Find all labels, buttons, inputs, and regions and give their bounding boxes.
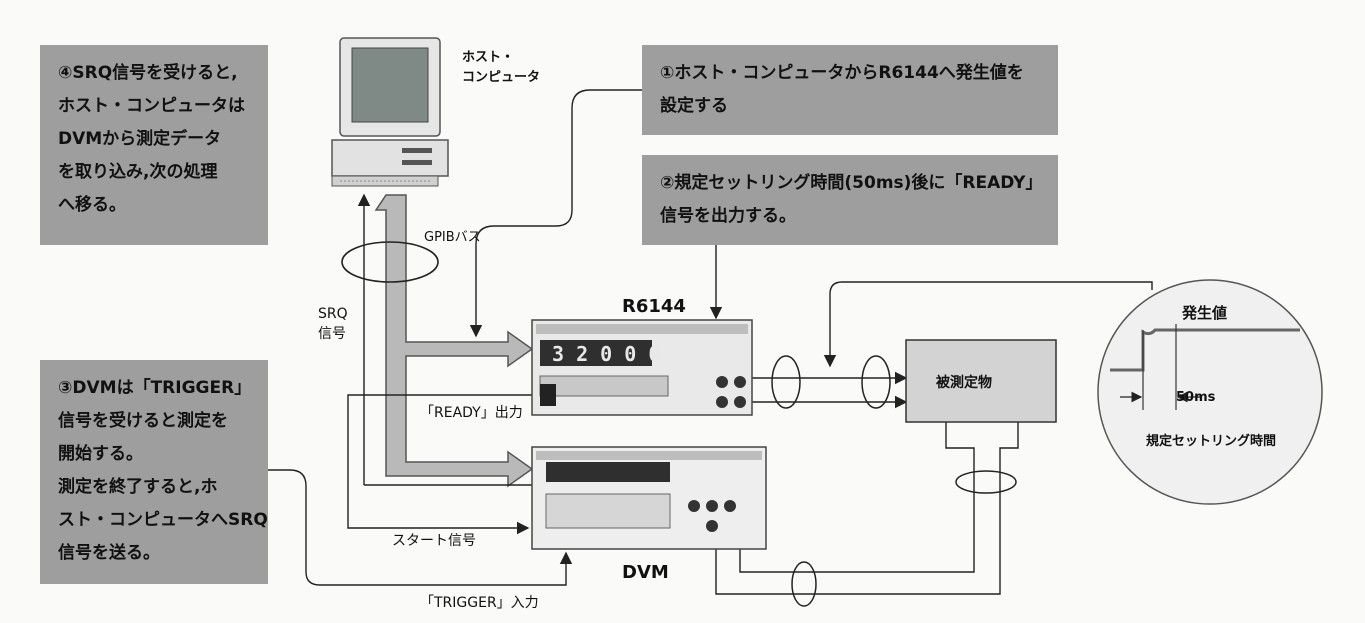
note-step1: ①ホスト・コンピュータからR6144へ発生値を 設定する <box>642 45 1058 135</box>
note-line: 開始する。 <box>58 438 250 471</box>
gpib-bus-label: GPIBバス <box>424 226 481 245</box>
note-line: ①ホスト・コンピュータからR6144へ発生値を <box>660 57 1040 90</box>
host-label-line1: ホスト・ <box>462 48 540 68</box>
inset-duration: 50ms <box>1176 390 1215 405</box>
note-step3: ③DVMは「TRIGGER」 信号を受けると測定を 開始する。 測定を終了すると… <box>40 360 268 584</box>
output-ellipse-1 <box>772 356 800 408</box>
ready-output-label: 「READY」出力 <box>420 402 523 422</box>
note-line: ③DVMは「TRIGGER」 <box>58 372 250 405</box>
inset-caption: 規定セットリング時間 <box>1146 430 1276 449</box>
r6144-display: 3 2 0 0 0 <box>552 342 660 366</box>
note-step4: ④SRQ信号を受けると, ホスト・コンピュータは DVMから測定データ を取り込… <box>40 45 268 245</box>
output-ellipse-2 <box>862 356 890 408</box>
note-line: 測定を終了すると,ホ <box>58 471 250 504</box>
host-computer-label: ホスト・ コンピュータ <box>462 48 540 88</box>
note-line: 信号を受けると測定を <box>58 405 250 438</box>
dut-label: 被測定物 <box>936 372 992 392</box>
note-line: ④SRQ信号を受けると, <box>58 57 250 90</box>
dvm-line-1 <box>740 422 974 572</box>
srq-label-line2: 信号 <box>318 324 348 344</box>
srq-signal-label: SRQ 信号 <box>318 304 348 344</box>
dvm-ellipse-1 <box>956 471 1016 493</box>
dvm-ellipse-2 <box>792 562 816 606</box>
note-step2: ②規定セットリング時間(50ms)後に「READY」 信号を出力する。 <box>642 155 1058 245</box>
trigger-input-label: 「TRIGGER」入力 <box>420 592 539 612</box>
note-line: 信号を送る。 <box>58 537 250 570</box>
dvm-instrument <box>532 447 766 549</box>
r6144-label: R6144 <box>622 296 686 317</box>
inset-title: 発生値 <box>1182 302 1227 323</box>
note-line: へ移る。 <box>58 189 250 222</box>
note-line: スト・コンピュータへSRQ <box>58 504 250 537</box>
host-computer <box>332 38 448 186</box>
note-line: DVMから測定データ <box>58 123 250 156</box>
start-signal-label: スタート信号 <box>392 530 476 550</box>
note-line: 信号を出力する。 <box>660 200 1040 233</box>
host-label-line2: コンピュータ <box>462 68 540 88</box>
srq-label-line1: SRQ <box>318 304 348 324</box>
note-line: ②規定セットリング時間(50ms)後に「READY」 <box>660 167 1040 200</box>
note1-callout <box>476 90 642 336</box>
r6144-instrument <box>532 320 752 415</box>
note-line: を取り込み,次の処理 <box>58 156 250 189</box>
note-line: ホスト・コンピュータは <box>58 90 250 123</box>
dvm-label: DVM <box>622 562 669 583</box>
note-line: 設定する <box>660 90 1040 123</box>
